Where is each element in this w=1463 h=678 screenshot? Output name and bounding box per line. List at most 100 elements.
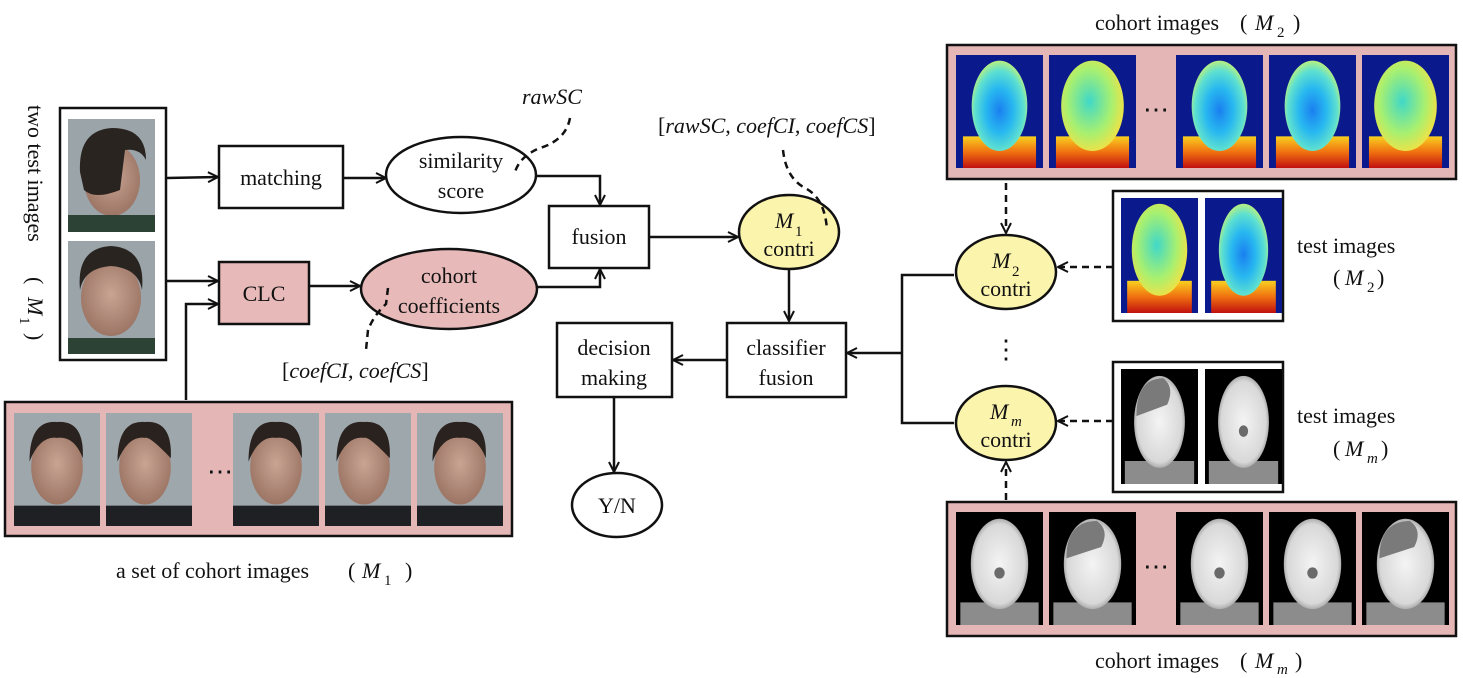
cohort-photo-thumbnail [233,413,319,526]
thermal-image-thumbnail [1176,512,1263,625]
bus-right-contri [900,273,954,425]
decision-label-1: decision [577,335,650,360]
mm-var: M [989,399,1010,424]
svg-text:[rawSC, coefCI, coefCS]: [rawSC, coefCI, coefCS] [658,113,876,138]
cohort-m1-caption: a set of cohort images ( M 1 ) [116,558,412,589]
decision-label-2: making [581,365,647,390]
m2-contri-label: contri [980,276,1031,301]
test-m2-caption: test images ( M 2 ) [1297,233,1395,296]
thermal-image-thumbnail [1362,512,1449,625]
depth-image-thumbnail [1176,55,1263,168]
matching-node: matching [217,144,345,210]
svg-text:(: ( [1240,10,1247,35]
cohort-photo-thumbnail [417,413,503,526]
depth-image-thumbnail [1205,198,1282,313]
cohort-mm-sub: m [1277,662,1288,678]
classifier-label-1: classifier [746,335,826,360]
m1-var: M [774,208,795,233]
test-modality-var: M [23,296,48,317]
depth-image-thumbnail [1362,55,1449,168]
cohort-m1-ellipsis: ⋯ [207,457,233,486]
m2-sub: 2 [1012,264,1020,280]
edge-coefficients-to-fusion [537,269,600,289]
clc-label: CLC [243,281,286,306]
left-test-label: two test images ( M 1 ) [16,105,48,340]
thermal-image-thumbnail [1205,369,1282,484]
decision-making-node: decision making [555,321,674,399]
edge-test-to-matching [166,177,218,178]
test-mm-sub: m [1367,451,1378,467]
test-photo-profile [68,119,155,232]
vertical-ellipsis: ⋮ [993,335,1019,364]
paren-open: ( [23,277,48,284]
cohort-m1-var: M [361,558,382,583]
test-m2-sub: 2 [1367,280,1375,296]
cohort-photo-thumbnail [106,413,192,526]
cohort-coefficients-node: cohort coefficients [359,247,539,331]
svg-text:): ) [1293,10,1300,35]
triple-leader [781,149,829,231]
similarity-score-node: similarity score [384,135,538,215]
mm-sub: m [1011,414,1022,430]
matching-label: matching [240,165,322,190]
mm-contri-label: contri [980,427,1031,452]
test-m2-var: M [1344,265,1365,290]
cohort-m2-caption: cohort images ( M 2 ) [1095,10,1300,41]
coefficients-label-1: cohort [421,263,477,288]
cohort-m1-caption-text: a set of cohort images [116,558,309,583]
cohort-m2-var: M [1254,10,1275,35]
m1-sub: 1 [795,224,803,240]
cohort-photo-thumbnail [14,413,100,526]
m1-contri-node: M 1 contri [737,193,841,271]
coef-pair-annotation: [coefCI, coefCS] [282,358,429,383]
mm-contri-node: M m contri [954,384,1058,462]
svg-text:(: ( [1333,265,1340,290]
cohort-m1-sub: 1 [384,573,392,589]
depth-image-thumbnail [1269,55,1356,168]
depth-image-thumbnail [1049,55,1136,168]
depth-image-thumbnail [956,55,1043,168]
test-images-m1-panel [58,106,168,362]
cohort-m2-ellipsis: ⋯ [1143,95,1169,124]
clc-node: CLC [217,260,311,326]
yn-label: Y/N [598,493,636,518]
svg-text:): ) [1381,436,1388,461]
rawsc-leader [513,117,572,173]
test-m2-caption-text: test images [1297,233,1395,258]
thermal-image-thumbnail [1049,512,1136,625]
thermal-image-thumbnail [1269,512,1356,625]
m2-var: M [991,248,1012,273]
cohort-mm-panel: ⋯ [945,500,1458,638]
test-photo-frontal [68,241,155,354]
similarity-label-1: similarity [419,148,503,173]
cohort-m2-caption-text: cohort images [1095,10,1219,35]
m1-contri-label: contri [763,236,814,261]
cohort-m2-panel: ⋯ [945,43,1458,181]
edge-similarity-to-fusion [536,174,600,205]
test-mm-caption: test images ( M m ) [1297,403,1395,467]
svg-text:[coefCI, coefCS]: [coefCI, coefCS] [282,358,429,383]
test-mm-caption-text: test images [1297,403,1395,428]
cohort-m1-panel: ⋯ [3,400,514,538]
depth-image-thumbnail [1121,198,1198,313]
svg-text:(: ( [1333,436,1340,461]
classifier-fusion-node: classifier fusion [725,321,848,399]
paren-close: ) [23,333,48,340]
svg-text:): ) [1295,648,1302,673]
fusion-node: fusion [547,204,651,270]
classifier-label-2: fusion [759,365,814,390]
thermal-image-thumbnail [1121,369,1198,484]
cohort-m2-sub: 2 [1277,25,1285,41]
two-test-images-label: two test images [23,105,48,242]
triple-annotation: [rawSC, coefCI, coefCS] [658,113,876,138]
test-images-mm-panel [1111,360,1285,494]
coef-leader [364,287,390,351]
cohort-mm-var: M [1254,648,1275,673]
cohort-mm-ellipsis: ⋯ [1143,552,1169,581]
coefficients-label-2: coefficients [398,293,500,318]
thermal-image-thumbnail [956,512,1043,625]
yn-node: Y/N [570,471,664,539]
test-mm-var: M [1344,436,1365,461]
m2-contri-node: M 2 contri [954,233,1058,311]
cohort-photo-thumbnail [325,413,411,526]
